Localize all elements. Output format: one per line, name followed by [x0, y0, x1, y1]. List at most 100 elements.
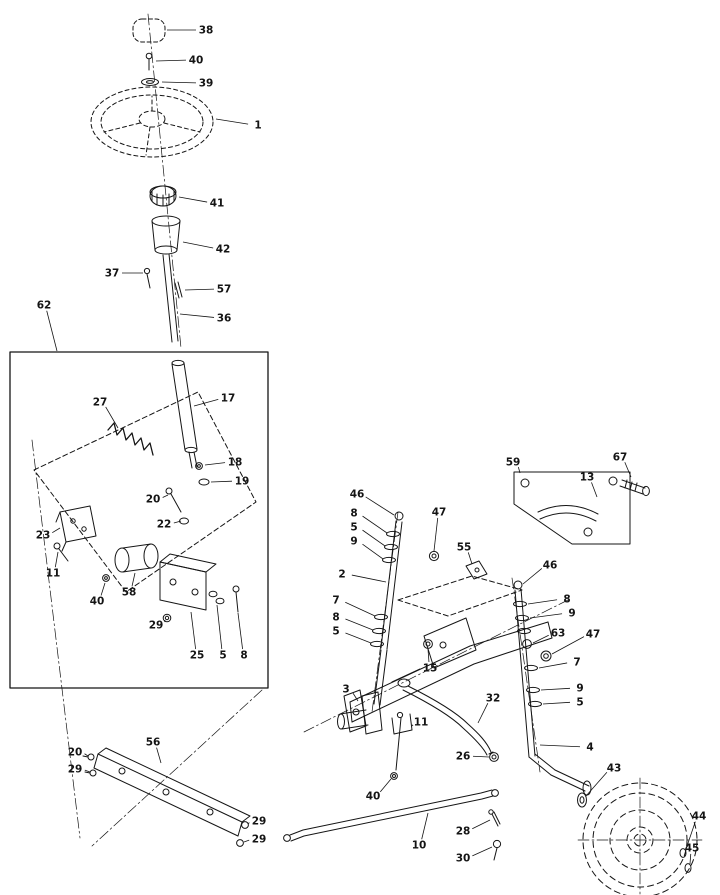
part-callout-56: 56 [146, 737, 161, 749]
part-rod-end-30 [492, 839, 502, 861]
leader-line-25 [190, 611, 197, 650]
leader-line-27 [105, 406, 119, 429]
leader-line-67 [624, 462, 632, 478]
leader-line-20 [84, 753, 89, 757]
leader-line-9 [540, 687, 571, 691]
part-callout-44: 44 [692, 811, 707, 823]
part-cap [132, 18, 166, 43]
part-callout-11: 11 [414, 717, 429, 729]
part-callout-25: 25 [190, 650, 205, 662]
part-nut-40-inset [102, 574, 110, 582]
leader-line-5 [345, 632, 372, 644]
part-callout-47: 47 [432, 507, 447, 519]
leader-line-45 [689, 853, 692, 865]
leader-line-1 [215, 118, 249, 125]
part-nut-18 [195, 462, 203, 470]
leader-line-29 [243, 839, 250, 843]
part-callout-9: 9 [576, 683, 583, 695]
part-callout-57: 57 [217, 284, 232, 296]
part-callout-38: 38 [199, 25, 214, 37]
leader-line-29 [247, 822, 250, 825]
leader-line-40 [100, 582, 106, 596]
leader-line-32 [477, 702, 489, 724]
leader-line-7 [345, 601, 376, 617]
part-nut-40-center [390, 772, 398, 780]
leader-line-36 [179, 313, 215, 318]
leader-line-17 [193, 398, 219, 407]
part-callout-5: 5 [332, 626, 339, 638]
part-callout-13: 13 [580, 472, 595, 484]
part-screw-37 [143, 267, 151, 289]
centerlines [31, 13, 703, 895]
part-callout-37: 37 [105, 268, 120, 280]
part-clevis-11 [391, 711, 413, 771]
part-callout-40: 40 [90, 596, 105, 608]
part-callout-55: 55 [457, 542, 472, 554]
part-bearing-47-right [540, 650, 552, 662]
part-bracket-25 [159, 553, 217, 611]
part-callout-8: 8 [240, 650, 247, 662]
part-pin-57 [174, 281, 183, 299]
leader-line-15 [427, 648, 430, 663]
part-callout-5: 5 [219, 650, 226, 662]
part-nuts-56-right [236, 821, 249, 847]
part-callout-42: 42 [216, 244, 231, 256]
leader-line-20 [162, 494, 169, 498]
leader-line-28 [472, 819, 491, 830]
part-callout-3: 3 [342, 684, 349, 696]
leader-line-8 [362, 515, 388, 534]
part-bolt-20 [165, 487, 182, 513]
leader-line-57 [184, 288, 215, 291]
part-spindle-right [513, 580, 592, 796]
part-washer-43 [577, 792, 587, 808]
leader-line-41 [178, 196, 208, 203]
leader-line-5 [216, 604, 223, 650]
part-callout-40: 40 [189, 55, 204, 67]
part-spindle-left [337, 511, 404, 735]
part-callout-46: 46 [350, 489, 365, 501]
part-callout-23: 23 [36, 530, 51, 542]
part-callout-8: 8 [350, 508, 357, 520]
part-callout-10: 10 [412, 840, 427, 852]
part-callout-8: 8 [332, 612, 339, 624]
part-bracket-56 [93, 747, 251, 837]
part-washer-39 [141, 78, 159, 86]
leader-line-39 [161, 81, 197, 84]
part-washers-44-45 [679, 848, 692, 873]
leader-line-5 [542, 701, 571, 705]
part-bracket-23 [55, 505, 97, 552]
leader-line-8 [237, 612, 243, 650]
part-callout-20: 20 [146, 494, 161, 506]
leader-line-3 [352, 693, 359, 702]
part-steering-wheel [90, 86, 214, 158]
part-drag-link [397, 678, 494, 756]
part-screw-top [145, 52, 153, 71]
leader-line-43 [585, 771, 608, 797]
part-washers-5-inset [208, 590, 225, 605]
leader-line-47 [551, 636, 585, 655]
part-bolts-56-left [82, 753, 97, 777]
part-callout-15: 15 [423, 663, 438, 675]
frame-outline-dashed [397, 575, 523, 617]
part-bushing-58 [114, 543, 159, 573]
part-callout-28: 28 [456, 826, 471, 838]
leader-line-58 [131, 572, 136, 587]
part-spacer-55 [465, 560, 488, 580]
part-bolt-8-inset [232, 585, 240, 613]
part-tie-rod [283, 789, 499, 842]
leader-line-13 [591, 482, 598, 498]
part-callout-19: 19 [235, 476, 250, 488]
part-adapter [149, 185, 177, 207]
part-callout-63: 63 [551, 628, 566, 640]
leader-line-40 [379, 778, 392, 793]
leader-line-44 [685, 821, 696, 850]
part-callout-36: 36 [217, 313, 232, 325]
part-steering-shaft [171, 359, 198, 469]
part-callout-58: 58 [122, 587, 137, 599]
leader-line-59 [517, 466, 521, 474]
part-callout-5: 5 [576, 697, 583, 709]
part-callout-9: 9 [568, 608, 575, 620]
part-bolt-67 [619, 479, 650, 497]
part-boot [151, 215, 181, 255]
